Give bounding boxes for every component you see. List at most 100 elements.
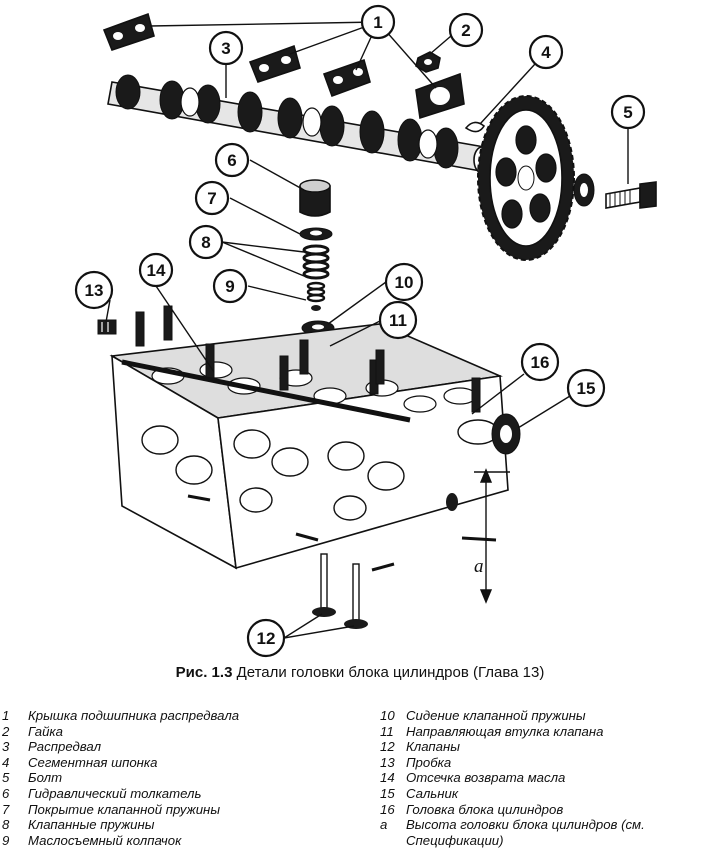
legend-number: 6 — [2, 785, 10, 801]
legend-item: 9 Маслосъемный колпачок — [2, 833, 372, 849]
legend-text: Маслосъемный колпачок — [28, 832, 182, 848]
legend-number: 2 — [2, 723, 10, 739]
height-dimension — [474, 468, 510, 604]
callout-6: 6 — [214, 142, 250, 178]
camshaft-bearing-cap — [322, 58, 371, 98]
legend-item: 13 Пробка — [380, 755, 715, 771]
legend-item: 5 Болт — [2, 770, 372, 786]
svg-text:6: 6 — [227, 151, 236, 170]
legend-text: Сегментная шпонка — [28, 754, 158, 770]
legend-text: Клапаны — [406, 739, 460, 755]
camshaft-lobe — [277, 97, 303, 139]
callout-8: 8 — [188, 224, 224, 260]
legend-item: 12 Клапаны — [380, 739, 715, 755]
valve-stem-oil-seal — [306, 281, 326, 303]
legend-text: Гайка — [28, 723, 63, 739]
valve — [312, 553, 336, 617]
dimension-label: a — [474, 556, 484, 577]
oil-seal — [491, 413, 521, 455]
valve-spring-retainer — [299, 227, 333, 241]
callout-3: 3 — [208, 30, 244, 66]
plug — [97, 319, 117, 335]
callout-15: 15 — [566, 368, 606, 408]
caption-text: Детали головки блока цилиндров (Глава 13… — [236, 664, 545, 681]
cylinder-head-exploded-diagram: a 1 2 3 4 5 6 7 8 9 10 11 12 13 14 15 16 — [74, 4, 657, 658]
camshaft-lobe — [397, 118, 423, 162]
callout-16: 16 — [520, 342, 560, 382]
callout-7: 7 — [194, 180, 230, 216]
legend-text: Распредвал — [28, 739, 102, 755]
svg-text:13: 13 — [85, 281, 104, 300]
legend-item: a Высота головки блока цилиндров (см. Спе… — [380, 817, 715, 848]
legend-item: 4 Сегментная шпонка — [2, 755, 372, 771]
bolt — [605, 181, 657, 209]
legend-number: 14 — [380, 770, 395, 786]
valve-springs — [302, 244, 330, 280]
legend-text: Головка блока цилиндров — [406, 801, 564, 817]
svg-text:16: 16 — [531, 353, 550, 372]
camshaft-lobe — [359, 110, 385, 154]
legend-text: Направляющая втулка клапана — [406, 723, 604, 739]
legend-text: Пробка — [406, 754, 452, 770]
camshaft-sprocket — [477, 95, 575, 261]
legend-number: 4 — [2, 754, 10, 770]
camshaft-lobe — [159, 80, 185, 120]
legend-item: 11 Направляющая втулка клапана — [380, 724, 715, 740]
oil-return-baffle — [121, 359, 411, 423]
camshaft-lobe — [115, 74, 141, 110]
caption-prefix: Рис. 1.3 — [175, 664, 233, 681]
camshaft-lobe — [237, 91, 263, 133]
legend-item: 16 Головка блока цилиндров — [380, 802, 715, 818]
legend-text: Сидение клапанной пружины — [406, 708, 586, 723]
camshaft-bearing-cap — [102, 12, 155, 51]
legend-number: 3 — [2, 739, 10, 755]
washer — [573, 173, 595, 207]
legend-number: 15 — [380, 785, 395, 801]
legend-number: 7 — [2, 801, 10, 817]
camshaft-bearing-cap — [248, 44, 301, 83]
svg-text:4: 4 — [541, 43, 551, 62]
camshaft-bearing-cap — [415, 72, 465, 120]
legend-number: 11 — [380, 723, 394, 739]
legend-text: Болт — [28, 770, 63, 786]
svg-text:1: 1 — [373, 13, 382, 32]
legend-number: 5 — [2, 770, 10, 786]
leader-lines — [105, 21, 629, 639]
legend-text: Крышка подшипника распредвала — [28, 708, 240, 723]
svg-text:3: 3 — [221, 39, 230, 58]
hydraulic-tappet — [299, 179, 331, 217]
callout-5: 5 — [610, 94, 646, 130]
legend-item: 15 Сальник — [380, 786, 715, 802]
legend-item: 7 Покрытие клапанной пружины — [2, 802, 372, 818]
callout-4: 4 — [528, 34, 564, 70]
callout-14: 14 — [138, 252, 174, 288]
legend-text: Высота головки блока цилиндров (см. Спец… — [406, 817, 645, 848]
callout-12: 12 — [246, 618, 286, 658]
legend-text: Гидравлический толкатель — [28, 785, 202, 801]
legend-text: Отсечка возврата масла — [406, 770, 566, 786]
callout-13: 13 — [74, 270, 114, 310]
svg-text:7: 7 — [207, 189, 216, 208]
legend-number: 9 — [2, 832, 10, 848]
callout-11: 11 — [378, 300, 418, 340]
legend-text: Сальник — [406, 785, 459, 801]
callout-1: 1 — [360, 4, 396, 40]
svg-text:10: 10 — [395, 273, 414, 292]
legend-number: a — [380, 817, 388, 833]
svg-text:14: 14 — [147, 261, 166, 280]
legend-number: 16 — [380, 801, 395, 817]
legend-number: 12 — [380, 739, 395, 755]
legend-number: 8 — [2, 817, 10, 833]
legend-item: 14 Отсечка возврата масла — [380, 770, 715, 786]
svg-text:9: 9 — [225, 277, 234, 296]
callout-10: 10 — [384, 262, 424, 302]
legend-text: Покрытие клапанной пружины — [28, 801, 221, 817]
legend-left-column: 1 Крышка подшипника распредвала 2 Гайка 3 Р… — [2, 708, 372, 848]
cylinder-head — [109, 305, 509, 572]
legend-number: 1 — [2, 708, 10, 723]
legend-item: 1 Крышка подшипника распредвала — [2, 708, 372, 724]
camshaft-lobe — [195, 84, 221, 124]
legend-number: 13 — [380, 754, 395, 770]
